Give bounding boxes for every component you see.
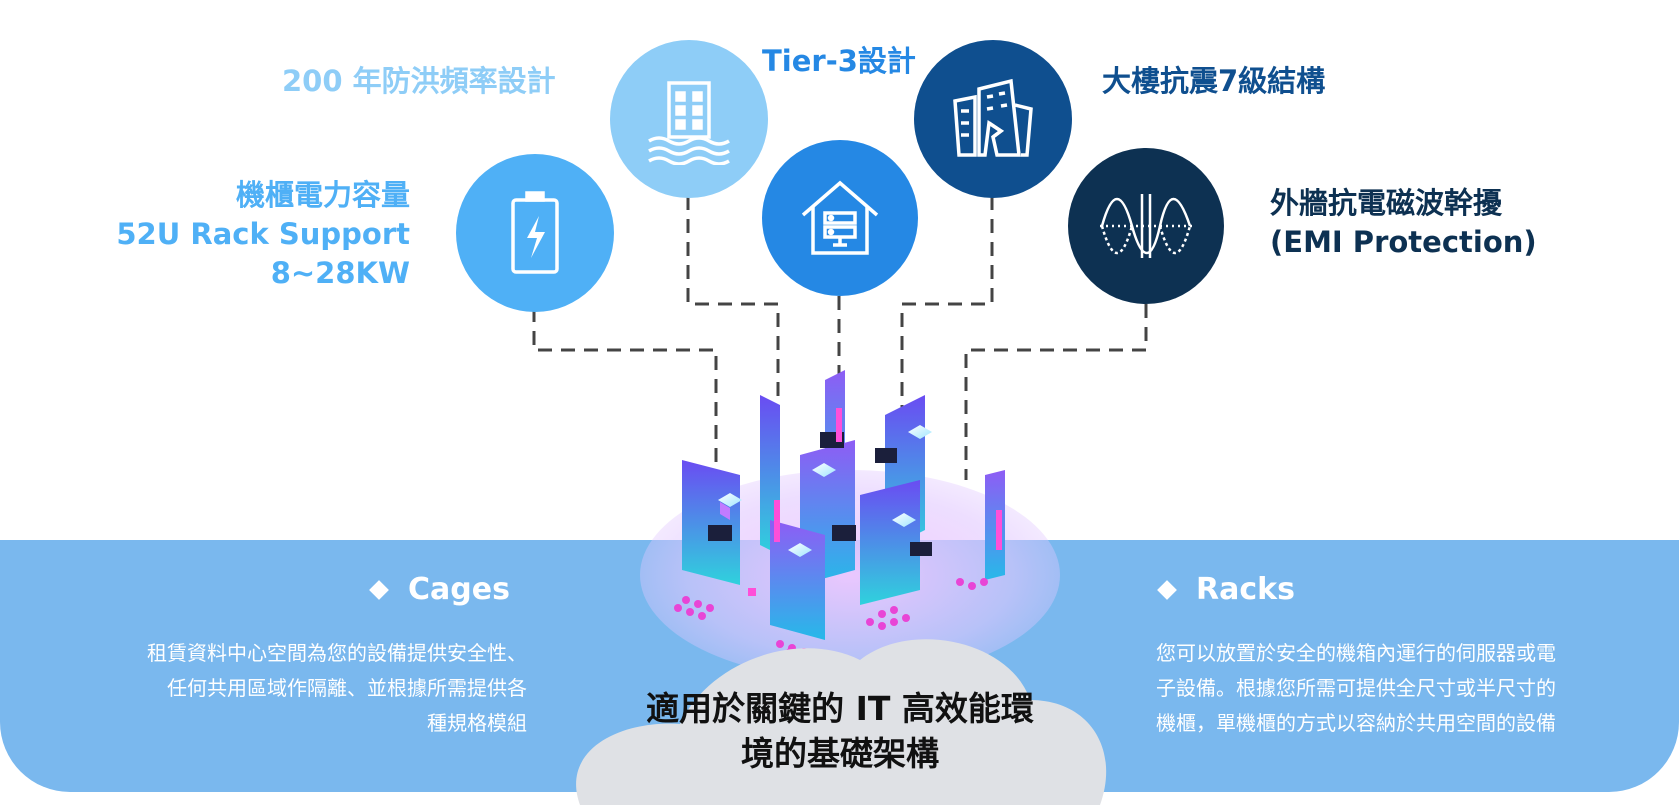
cages-title: Cages [408,572,510,607]
earthquake-circle [914,40,1072,198]
battery-circle [456,154,614,312]
feature-label-flood: 200 年防洪頻率設計 [282,64,556,98]
feature-label-earthquake: 大樓抗震7級結構 [1102,64,1326,98]
feature-label-emi: 外牆抗電磁波幹擾 (EMI Protection) [1270,186,1537,259]
diamond-bullet-icon [369,579,389,600]
emi-wave-icon [1100,194,1192,258]
server-circle [762,140,918,296]
connector-flood [686,196,780,420]
server-house-icon [801,180,879,255]
flood-circle [610,40,768,198]
center-cloud [576,639,1107,805]
racks-title: Racks [1196,572,1295,607]
emi-circle [1068,148,1224,304]
center-title-line-1: 適用於關鍵的 IT 高效能環 [646,689,1034,728]
center-title: 適用於關鍵的 IT 高效能環 境的基礎架構 [600,686,1080,776]
battery-power-icon [511,191,559,274]
connector-earthquake [900,196,994,440]
connector-emi [964,304,1148,480]
racks-heading: Racks [1157,572,1295,607]
earthquake-building-icon [953,78,1033,157]
isometric-datacenter-illustration [674,370,1005,664]
feature-label-rack-power: 機櫃電力容量 52U Rack Support 8~28KW [116,178,410,290]
feature-label-tier3: Tier-3設計 [762,44,916,78]
connector-battery [532,308,718,480]
racks-description: 您可以放置於安全的機箱內運行的伺服器或電 子設備。根據您所需可提供全尺寸或半尺寸… [1156,641,1556,735]
cages-description: 租賃資料中心空間為您的設備提供安全性、 任何共用區域作隔離、並根據所需提供各 種… [147,641,527,735]
diamond-bullet-icon [1157,579,1177,600]
center-title-line-2: 境的基礎架構 [741,734,939,773]
cages-heading: Cages [369,572,510,607]
flood-building-icon [648,81,730,165]
